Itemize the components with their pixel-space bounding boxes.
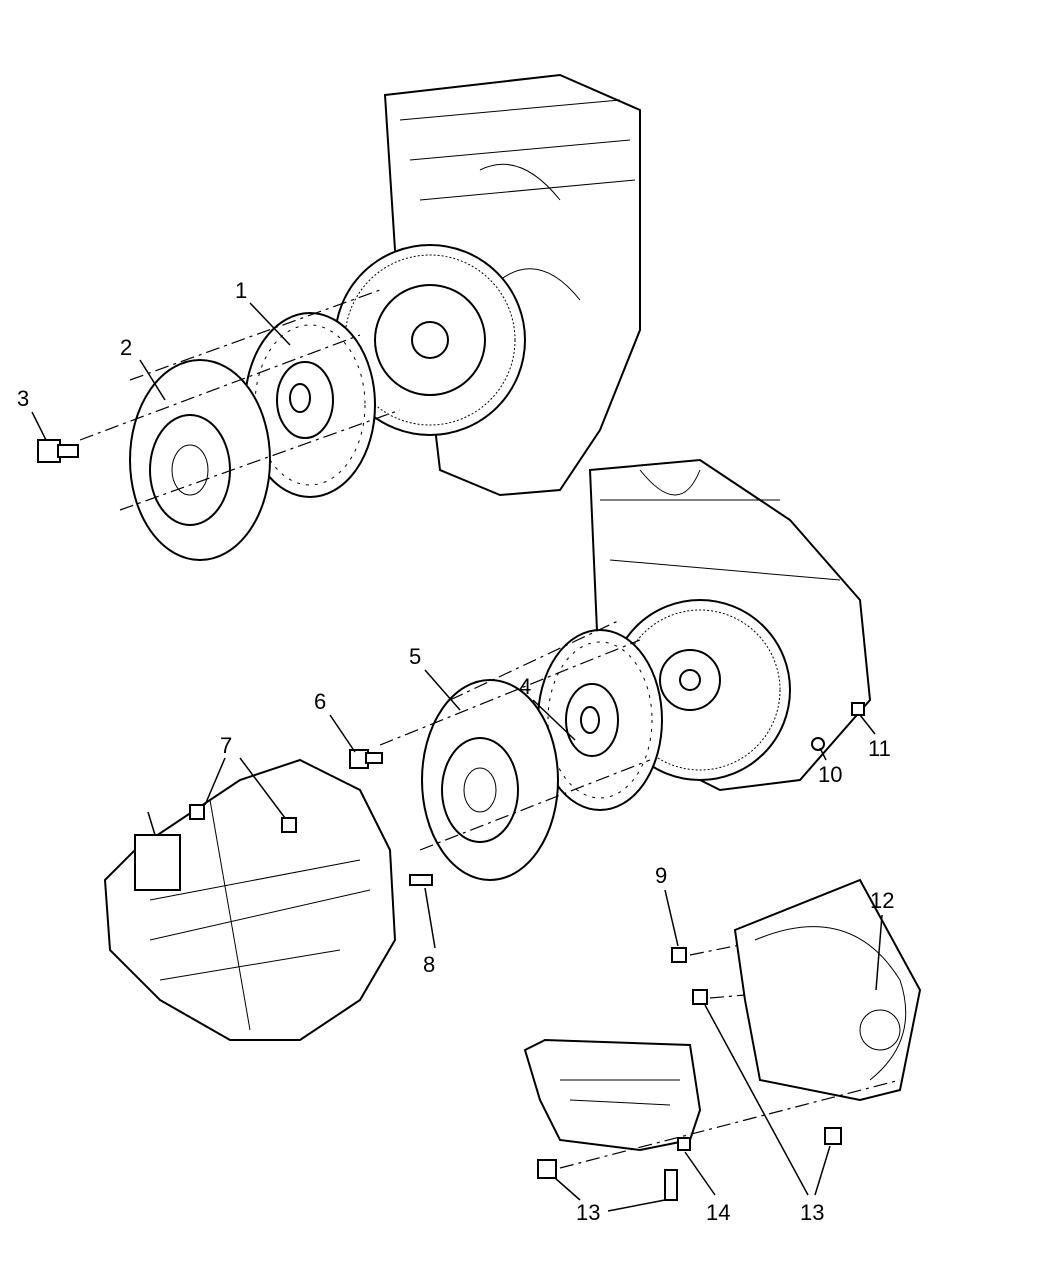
- callout-3: 3: [17, 386, 29, 411]
- bolt-3: [37, 439, 79, 463]
- clutch-disc-upper: [244, 312, 376, 498]
- callout-8: 8: [423, 952, 435, 977]
- callout-9: 9: [655, 863, 667, 888]
- callout-14: 14: [706, 1200, 730, 1225]
- alignment-lines-lower: [379, 619, 651, 851]
- callouts: 1 2 3 4 5 6 7 8 9 10 11 12 13 14 13: [17, 278, 894, 1225]
- callout-4: 4: [519, 674, 531, 699]
- callout-2: 2: [120, 335, 132, 360]
- bolt-6: [349, 749, 383, 769]
- pressure-plate-lower: [421, 679, 559, 881]
- fasteners-lower-right: [537, 702, 901, 1201]
- transmission: [103, 758, 433, 1041]
- callout-12: 12: [870, 888, 894, 913]
- callout-11: 11: [868, 736, 891, 761]
- callout-5: 5: [409, 644, 421, 669]
- callout-1: 1: [235, 278, 247, 303]
- alignment-lines-upper: [79, 289, 401, 511]
- callout-7: 7: [220, 733, 232, 758]
- callout-6: 6: [314, 689, 326, 714]
- leader-lines: [31, 302, 883, 1212]
- inspection-cover: [733, 878, 922, 1102]
- pressure-plate-upper: [129, 359, 271, 561]
- callout-10: 10: [818, 762, 842, 787]
- dust-shield: [523, 1038, 702, 1152]
- clutch-disc-lower: [537, 629, 663, 811]
- callout-13-left: 13: [576, 1200, 600, 1225]
- callout-13-right: 13: [800, 1200, 824, 1225]
- upper-engine-block: [334, 73, 641, 497]
